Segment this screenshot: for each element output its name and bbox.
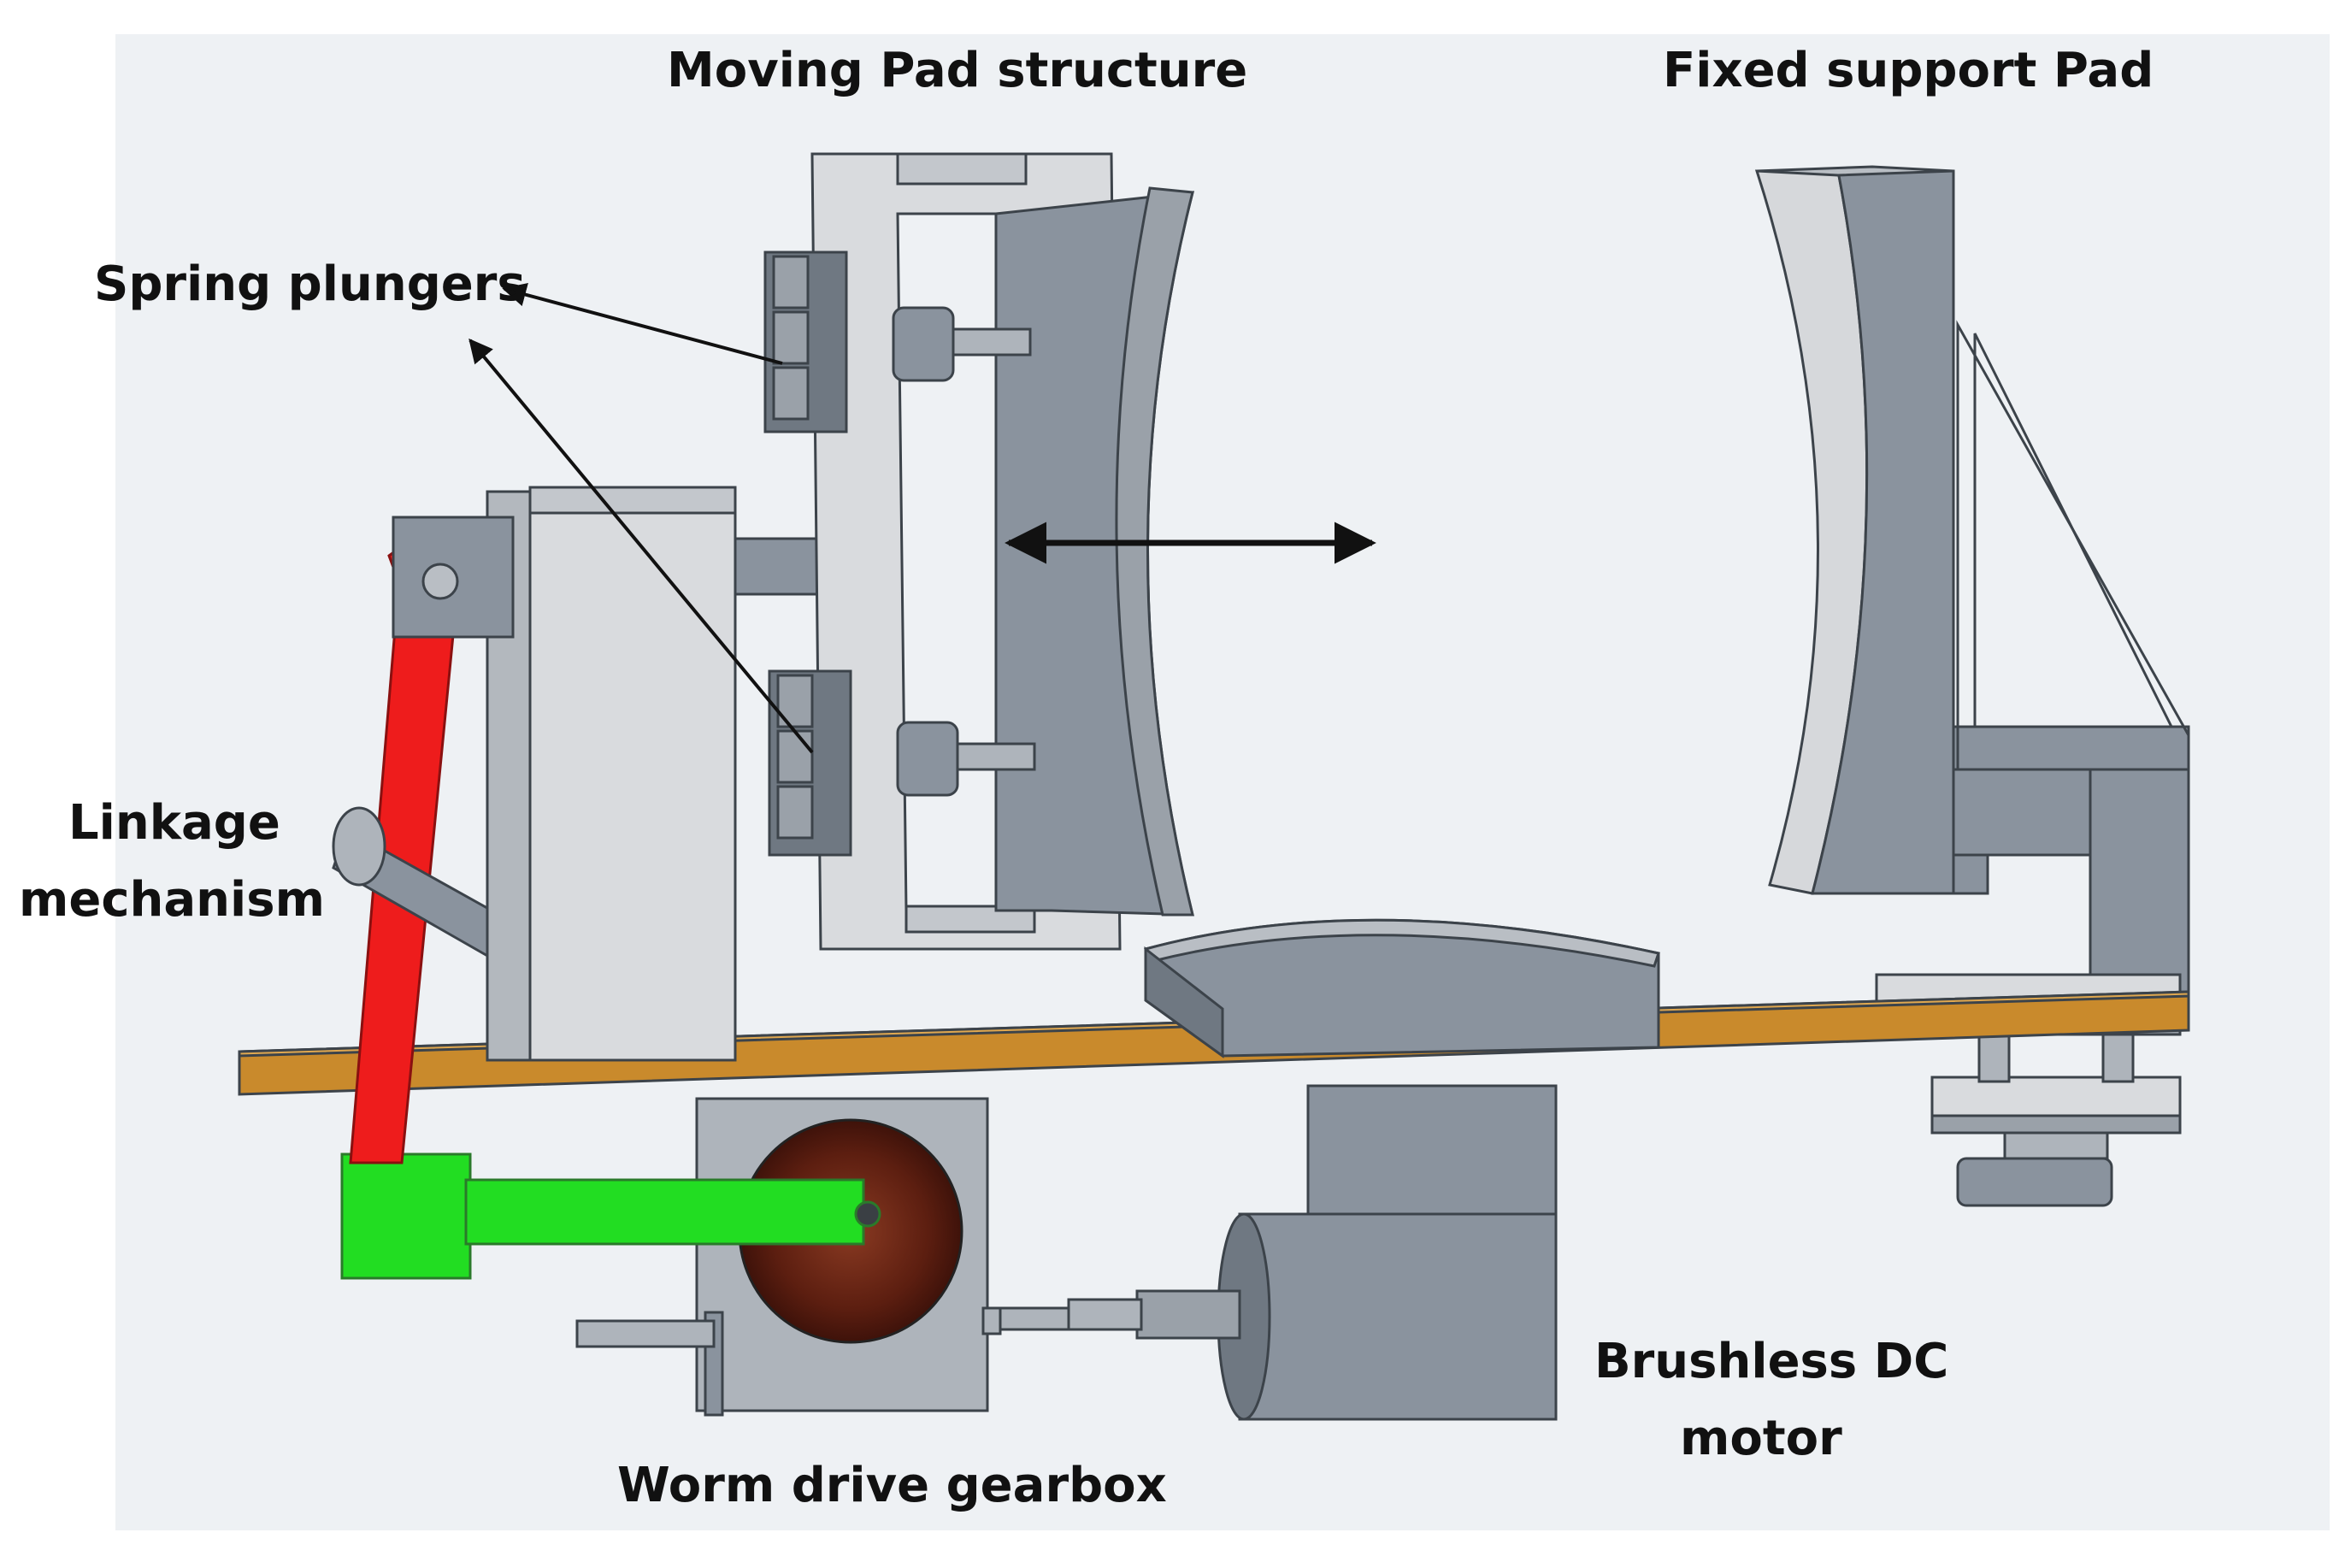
label-worm-drive-gearbox: Worm drive gearbox [617,1458,1167,1513]
fixed-support-pad [1754,165,2190,998]
label-motor-line1: Brushless DC [1594,1334,1949,1389]
label-motor-line2: motor [1680,1411,1842,1466]
label-fixed-support-pad: Fixed support Pad [1663,43,2154,98]
linkage-rod [332,806,532,973]
center-saddle [1144,918,1660,1058]
label-moving-pad-structure: Moving Pad structure [667,43,1248,98]
spring-plunger-pointers [468,282,814,754]
actuator-block [392,486,840,1062]
spring-plunger-upper [763,251,1032,433]
spring-plunger-lower [768,669,1036,857]
label-linkage-line2: mechanism [19,872,325,928]
label-spring-plungers: Spring plungers [94,256,526,312]
green-lever [340,1152,881,1280]
brushless-dc-motor [981,1084,1558,1421]
label-linkage-line1: Linkage [68,795,280,851]
